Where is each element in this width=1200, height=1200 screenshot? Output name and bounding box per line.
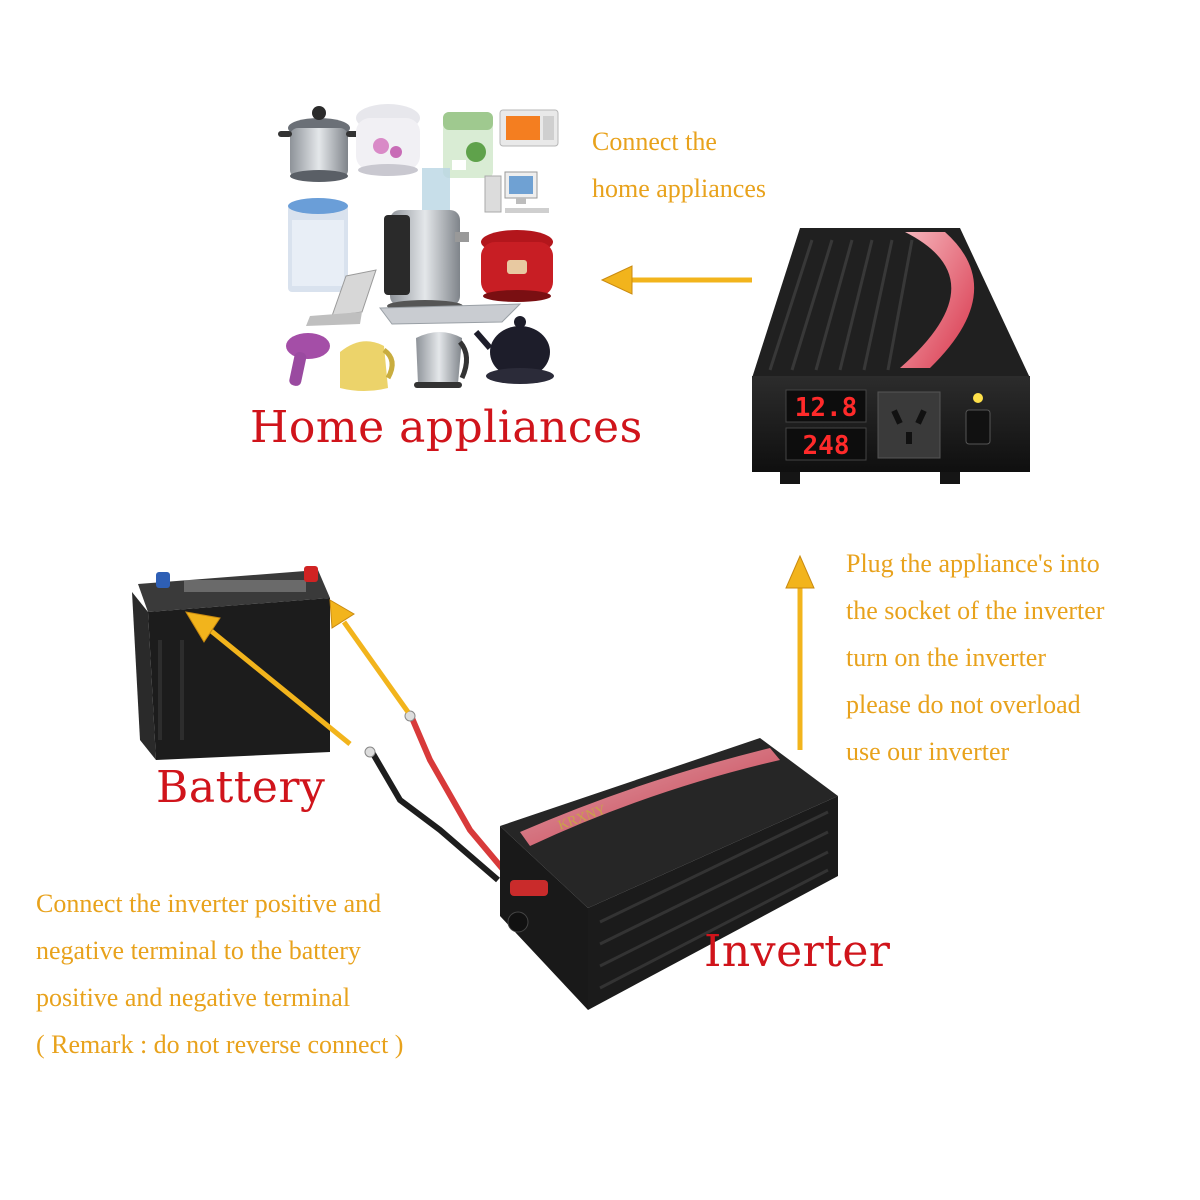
battery-steps-note: Connect the inverter positive and negati… (36, 880, 403, 1068)
inverter-negative-terminal (507, 911, 529, 933)
arrow-up-to-socket (785, 554, 815, 750)
red-rice-cooker-icon (481, 230, 553, 302)
water-dispenser-icon (443, 112, 493, 178)
note-line: ( Remark : do not reverse connect ) (36, 1030, 404, 1059)
rice-cooker-icon (356, 104, 420, 176)
note-line: turn on the inverter (846, 643, 1046, 672)
steel-kettle-icon (414, 332, 469, 388)
inverter-angled-view: KRXNY (364, 710, 838, 1010)
inverter-title: Inverter (704, 926, 891, 977)
microwave-icon (499, 109, 559, 147)
laptop-icon (306, 269, 377, 326)
inverter-front-view: 12.8 248 (752, 228, 1030, 484)
positive-cable (409, 716, 515, 882)
arrow-inverter-to-appliances (600, 265, 752, 295)
note-line: home appliances (592, 174, 766, 203)
note-line: Connect the inverter positive and (36, 889, 382, 918)
note-line: the socket of the inverter (846, 596, 1105, 625)
connect-appliances-note: Connect the home appliances (592, 118, 766, 212)
juicer-icon (384, 168, 469, 312)
note-line: Connect the (592, 127, 717, 156)
power-switch[interactable] (965, 409, 991, 445)
appliance-collage (278, 104, 559, 391)
note-line: use our inverter (846, 737, 1010, 766)
note-line: negative terminal to the battery (36, 936, 361, 965)
yellow-kettle-icon (340, 341, 395, 391)
inverter-positive-terminal (510, 880, 548, 896)
positive-terminal-icon (304, 566, 318, 582)
note-line: Plug the appliance's into (846, 549, 1100, 578)
lower-voltage-display: 248 (803, 431, 850, 461)
battery-device (132, 566, 330, 760)
black-teapot-icon (473, 316, 554, 384)
range-hood-icon (379, 303, 522, 325)
desktop-computer-icon (484, 171, 549, 213)
arrow-positive-to-battery (329, 599, 411, 714)
note-line: please do not overload (846, 690, 1081, 719)
pressure-cooker-icon (278, 106, 360, 182)
washing-machine-icon (288, 198, 348, 292)
arrow-negative-to-battery (185, 611, 352, 746)
note-line: positive and negative terminal (36, 983, 351, 1012)
plug-steps-note: Plug the appliance's into the socket of … (846, 540, 1104, 775)
home-appliances-title: Home appliances (250, 402, 643, 453)
battery-title: Battery (156, 762, 326, 813)
negative-cable (369, 750, 500, 883)
negative-terminal-icon (156, 572, 170, 588)
power-led-icon (973, 393, 983, 403)
hair-dryer-icon (286, 333, 330, 386)
upper-voltage-display: 12.8 (795, 393, 858, 423)
